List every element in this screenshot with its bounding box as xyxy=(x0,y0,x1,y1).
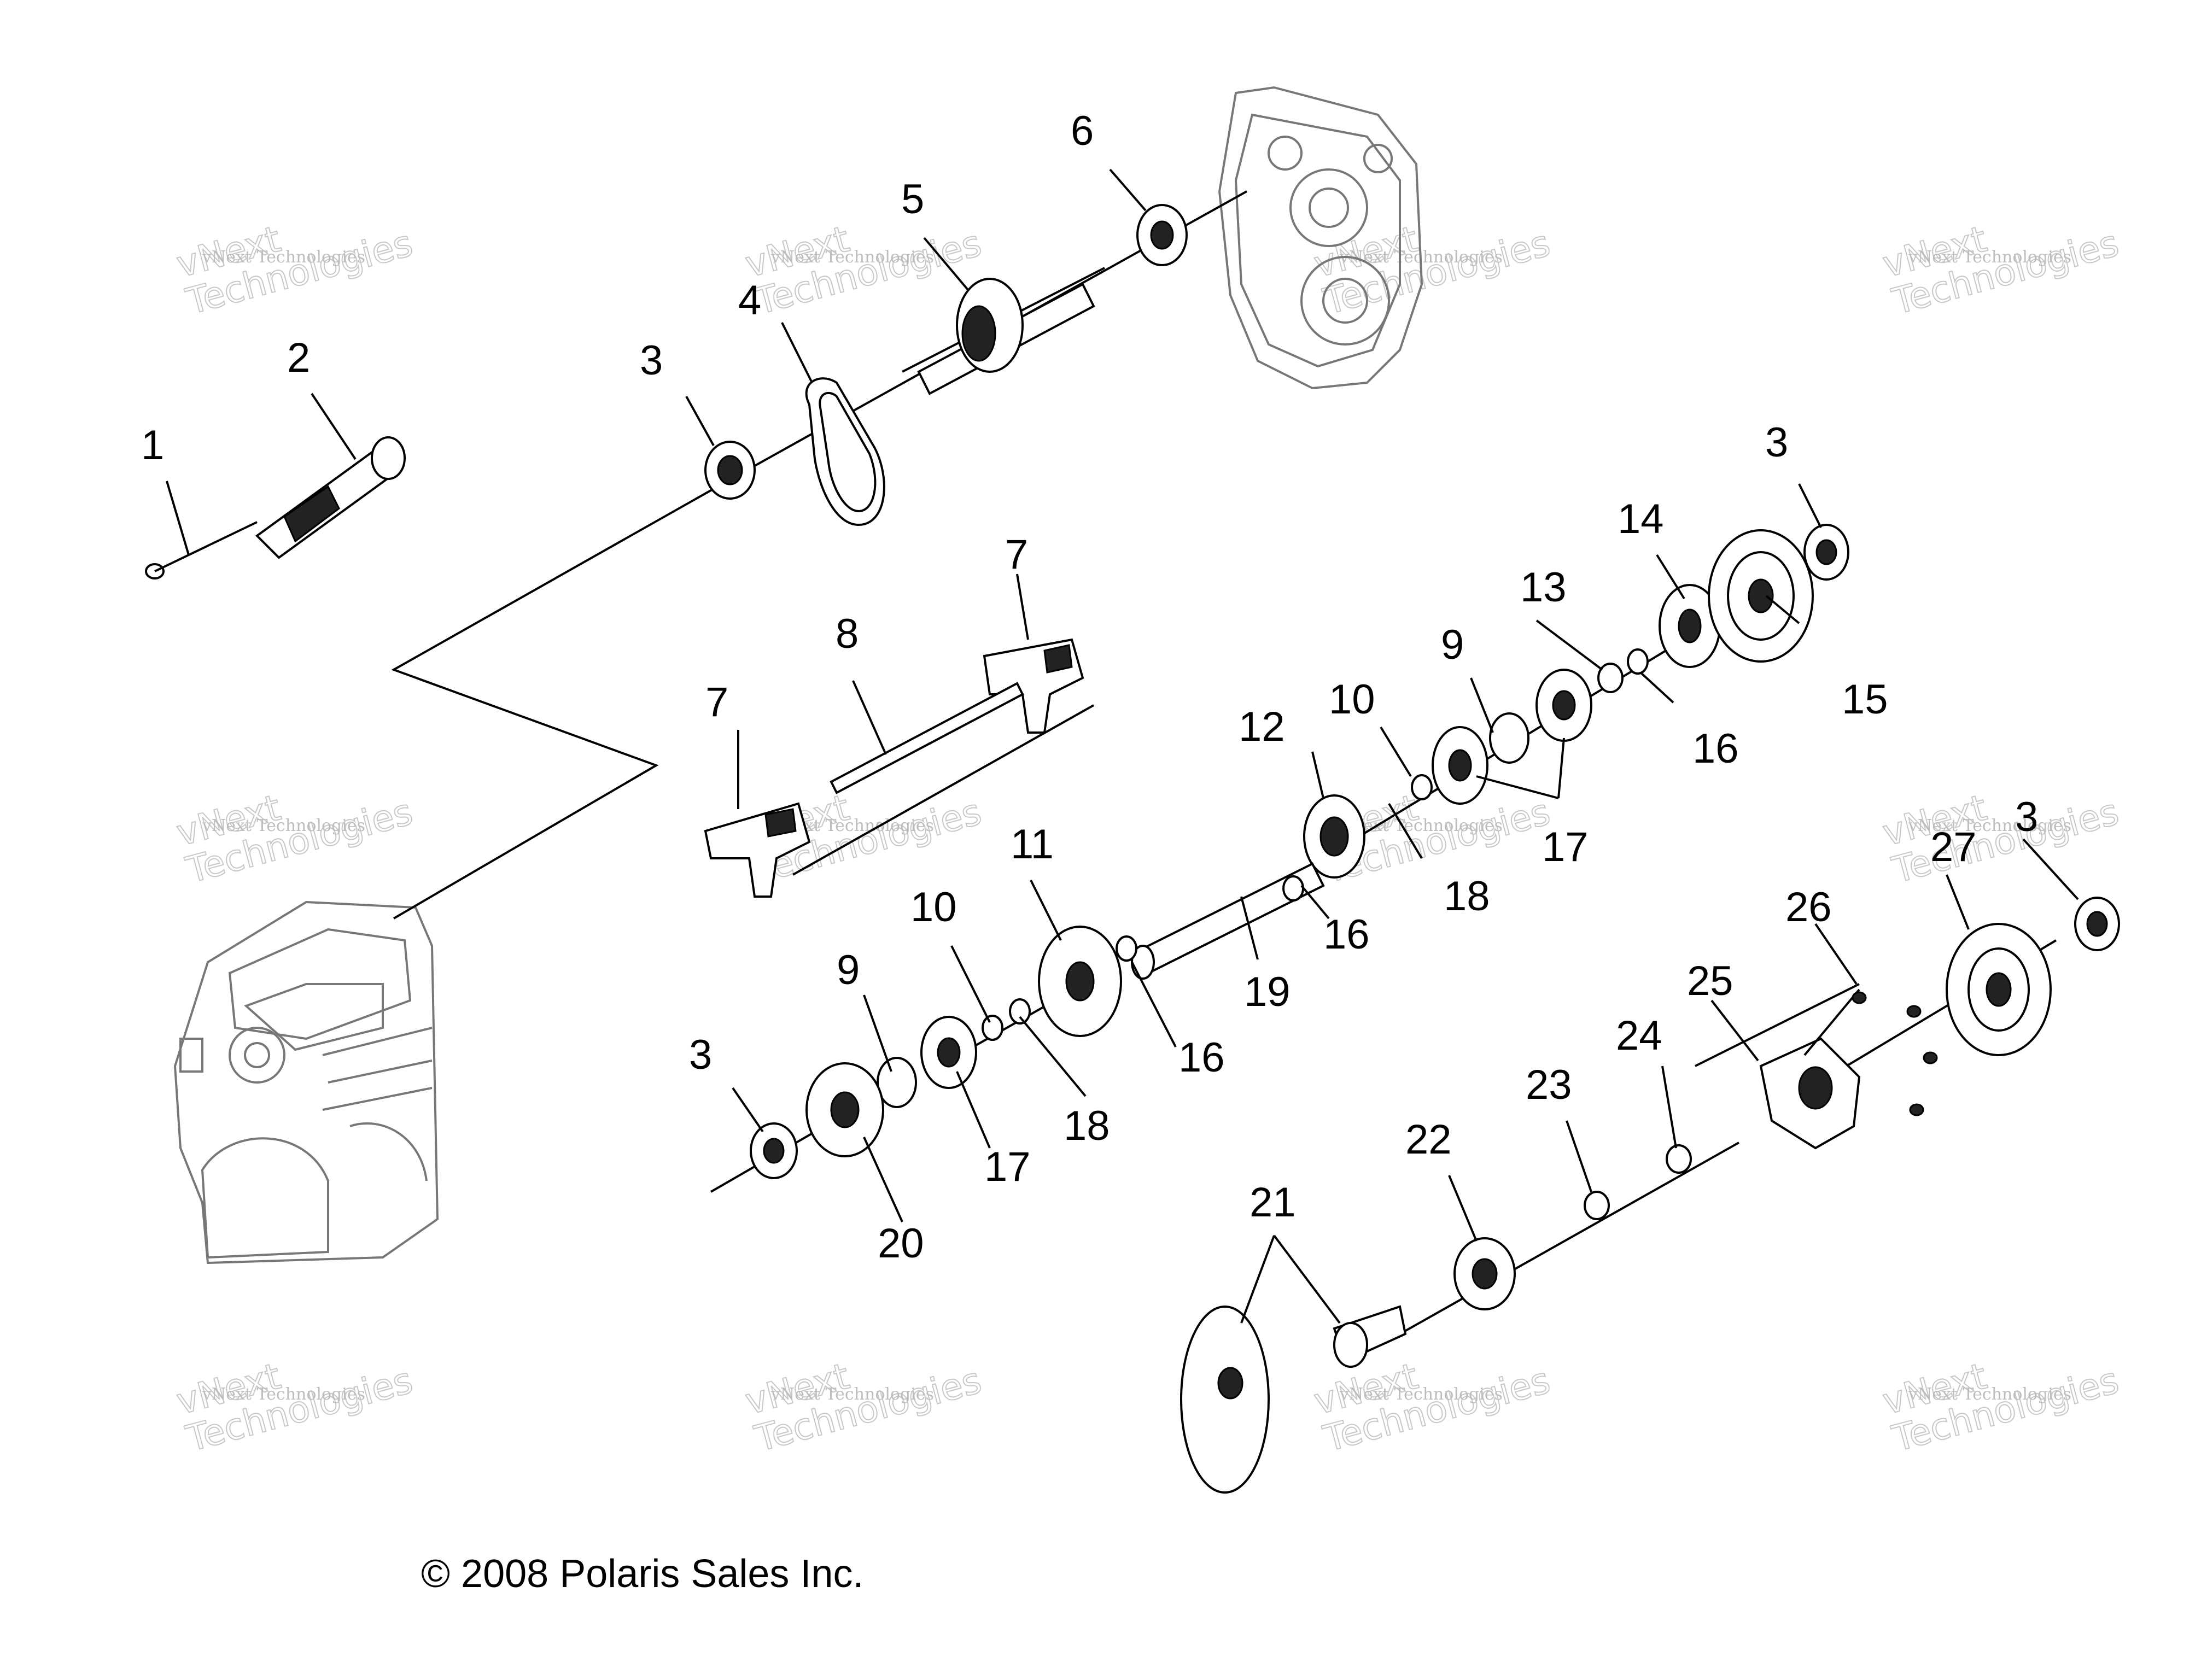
callout-label: 18 xyxy=(1064,1103,1110,1149)
part-9-ring xyxy=(877,1057,917,1108)
part-17-gear xyxy=(1535,669,1592,742)
part-15-gear xyxy=(1708,529,1814,663)
part-3-bearing xyxy=(704,441,756,500)
watermark-text: vNext Technologies xyxy=(1908,248,2071,267)
transmission-cover-housing xyxy=(1218,86,1423,390)
transmission-case-housing xyxy=(173,900,439,1265)
part-14-gear xyxy=(1659,584,1721,668)
watermark-text: vNext Technologies xyxy=(202,248,365,267)
part-16-clip xyxy=(1627,648,1649,675)
callout-label: 8 xyxy=(836,611,859,657)
callout-numbers: 1 2 3 4 5 6 7 8 3 9 10 11 12 13 14 15 16… xyxy=(141,108,2038,1267)
part-26-bolts xyxy=(1803,988,1938,1116)
part-11-gear xyxy=(1038,926,1122,1037)
part-21-output-flange xyxy=(1180,1305,1407,1494)
callout-label: 3 xyxy=(2015,794,2038,840)
callout-label: 1 xyxy=(141,422,164,469)
callout-label: 10 xyxy=(910,884,957,930)
callout-label: 14 xyxy=(1618,496,1664,542)
part-3-bearing xyxy=(750,1122,798,1179)
copyright-notice: © 2008 Polaris Sales Inc. xyxy=(421,1552,864,1596)
leader-lines xyxy=(166,168,2079,1324)
callout-label: 16 xyxy=(1692,725,1739,772)
callout-label: 12 xyxy=(1239,704,1285,750)
callout-label: 16 xyxy=(1323,911,1370,958)
part-22-bearing xyxy=(1453,1237,1516,1310)
callout-label: 23 xyxy=(1526,1062,1572,1108)
part-16-clip xyxy=(1282,875,1304,902)
part-13-washer xyxy=(1597,663,1624,693)
part-6-bearing xyxy=(1136,204,1188,266)
part-10-washer xyxy=(982,1015,1003,1041)
watermarks: vNext Technologies vNext Technologies vN… xyxy=(172,217,2124,1460)
callout-label: 3 xyxy=(640,337,663,384)
callout-label: 16 xyxy=(1178,1034,1225,1081)
callout-label: 7 xyxy=(1005,531,1028,578)
part-16-clip xyxy=(1116,935,1137,962)
watermark-text: vNext Technologies xyxy=(770,1385,934,1404)
part-23-washer xyxy=(1584,1191,1610,1220)
callout-label: 25 xyxy=(1687,958,1733,1004)
callout-label: 3 xyxy=(689,1032,712,1078)
watermark-text: vNext Technologies xyxy=(1908,816,2071,835)
part-3-bearing xyxy=(2074,897,2120,951)
part-4-drive-chain xyxy=(805,377,885,526)
callout-label: 7 xyxy=(705,679,728,725)
part-18-washer xyxy=(1009,998,1031,1025)
callout-label: 15 xyxy=(1842,676,1888,723)
callout-label: 24 xyxy=(1616,1012,1662,1059)
callout-label: 21 xyxy=(1250,1179,1296,1226)
part-3-bearing xyxy=(1803,524,1849,581)
part-12-gear xyxy=(1303,794,1365,879)
part-8-fork-rail xyxy=(830,682,1024,794)
callout-label: 22 xyxy=(1405,1116,1452,1163)
part-19-shaft xyxy=(1131,862,1325,980)
callout-label: 18 xyxy=(1444,873,1490,920)
callout-label: 11 xyxy=(1011,821,1054,868)
callout-label: 10 xyxy=(1329,676,1375,723)
callout-label: 19 xyxy=(1244,969,1291,1015)
callout-label: 17 xyxy=(1542,824,1589,870)
callout-label: 3 xyxy=(1765,419,1788,466)
watermark-text: vNext Technologies xyxy=(202,816,365,835)
part-25-hub xyxy=(1759,1037,1861,1150)
part-2-shift-shaft xyxy=(154,436,406,572)
part-17-gear xyxy=(920,1016,977,1089)
callout-label: 4 xyxy=(738,277,761,324)
callout-label: 26 xyxy=(1785,884,1832,930)
callout-label: 17 xyxy=(984,1144,1031,1190)
part-24-washer xyxy=(1666,1144,1692,1174)
callout-label: 6 xyxy=(1071,108,1094,154)
callout-label: 9 xyxy=(1441,622,1464,668)
part-9-ring xyxy=(1489,712,1529,764)
callout-label: 2 xyxy=(287,335,310,381)
watermark-text: vNext Technologies xyxy=(202,1385,365,1404)
callout-label: 13 xyxy=(1520,564,1567,611)
part-17-gear xyxy=(1432,726,1488,805)
callout-label: 27 xyxy=(1930,824,1977,870)
watermark-text: vNext Technologies xyxy=(1908,1385,2071,1404)
part-20-hub xyxy=(805,1062,884,1157)
callout-label: 5 xyxy=(901,176,924,223)
part-7-shift-fork xyxy=(983,638,1084,734)
callout-label: 9 xyxy=(837,947,860,993)
part-5-input-shaft xyxy=(902,267,1105,395)
part-7-shift-fork xyxy=(704,802,811,898)
watermark-text: vNext Technologies xyxy=(1339,1385,1503,1404)
watermark-text: vNext Technologies xyxy=(770,248,934,267)
part-27-gear xyxy=(1946,923,2052,1056)
part-10-washer xyxy=(1411,774,1433,800)
callout-label: 20 xyxy=(878,1220,924,1267)
